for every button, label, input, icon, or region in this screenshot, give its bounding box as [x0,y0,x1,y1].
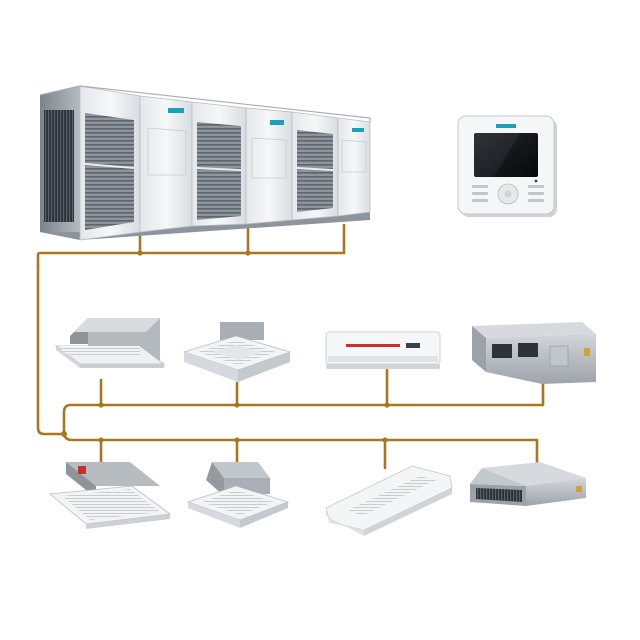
duct-slim-top [482,462,586,486]
one-way-cassette-icon [49,462,172,529]
module-6-badge [352,128,364,132]
high-static-duct-unit-icon [472,322,596,384]
ceiling-concealed-unit-icon [54,318,166,368]
module-4-badge [270,120,284,125]
bottom-branch-pipe [62,430,539,472]
wired-controller-icon [457,115,557,217]
module-3-grille [197,122,241,220]
four-way-cassette-icon [182,322,292,382]
vrf-outdoor-unit-icon [39,85,371,241]
wall-unit-accent [346,344,400,347]
controller-brand-badge [496,124,516,128]
module-5-grille [297,130,333,212]
outdoor-side-coil [44,110,74,222]
duct-high-top [472,322,596,338]
duct-slim-side [526,478,586,506]
ceiling-floor-unit-icon [325,465,453,536]
outdoor-header-pipe [36,223,346,267]
slim-duct-unit-icon [470,462,586,506]
module-1-grille [85,113,134,230]
module-2-badge [168,108,184,113]
main-riser-pipe [36,263,66,436]
ceiling-concealed-top [74,318,160,332]
controller-screen [474,133,538,177]
module-4-body [245,107,293,225]
duct-high-front [472,326,486,372]
compact-cassette-icon [186,462,290,528]
duct-high-side [486,334,596,384]
middle-branch-pipe [62,383,545,436]
controller-buttons [472,185,544,202]
refrigerant-piping [36,223,545,472]
pipe-joints [61,250,390,443]
module-6-body [337,117,371,217]
wall-mounted-unit-icon [325,331,441,369]
outdoor-top-edge [39,85,371,122]
